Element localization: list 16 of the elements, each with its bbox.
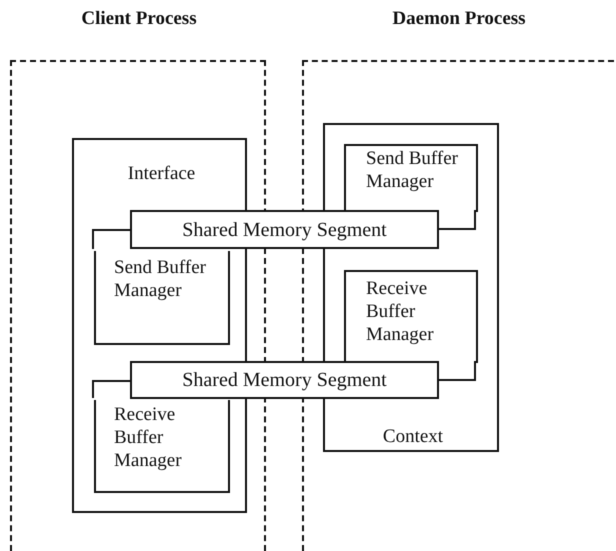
buffer-manager-box xyxy=(344,270,478,363)
box-label: Send Buffer Manager xyxy=(366,147,459,193)
box-label: Receive Buffer Manager xyxy=(114,403,183,472)
buffer-manager-box xyxy=(94,400,230,493)
box-label: Shared Memory Segment xyxy=(182,218,387,242)
buffer-manager-box xyxy=(94,251,230,345)
shared-memory-box xyxy=(130,210,439,249)
buffer-manager-box xyxy=(344,144,478,212)
box-label: Context xyxy=(382,425,444,448)
shared-memory-box xyxy=(130,361,439,399)
region-heading: Client Process xyxy=(80,7,198,31)
box-label: Send Buffer Manager xyxy=(114,256,207,302)
box-label: Interface xyxy=(126,162,196,185)
region-heading: Daemon Process xyxy=(391,7,527,31)
box-label: Receive Buffer Manager xyxy=(366,277,435,346)
box-label: Shared Memory Segment xyxy=(182,368,387,392)
